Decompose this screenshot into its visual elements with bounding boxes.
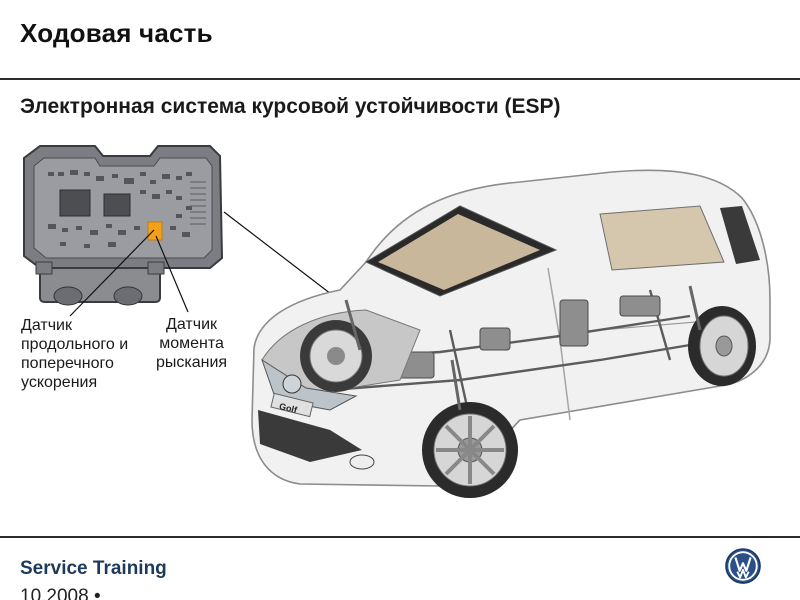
esp-control-unit — [23, 145, 224, 306]
front-wheel — [422, 402, 518, 498]
esp-illustration: Golf — [23, 145, 771, 498]
front-left-wheel-cutaway — [300, 320, 372, 392]
footer-brand: Service Training — [20, 558, 167, 579]
slide-subtitle: Электронная система курсовой устойчивост… — [20, 95, 561, 118]
rear-wheel — [688, 306, 756, 386]
vw-logo-icon — [725, 548, 761, 584]
footer-date: 10.2008 • — [20, 586, 101, 600]
car-badge: Golf — [278, 401, 299, 415]
bottom-divider — [0, 536, 800, 538]
page-title: Ходовая часть — [20, 18, 213, 48]
sensor-highlight — [147, 221, 163, 241]
car-vw-badge — [282, 374, 302, 394]
accel-sensor-label: Датчик продольного и поперечного ускорен… — [21, 317, 129, 391]
yaw-sensor-label: Датчик момента рыскания — [156, 316, 228, 371]
car-cutaway: Golf — [251, 169, 771, 498]
top-divider — [0, 78, 800, 80]
